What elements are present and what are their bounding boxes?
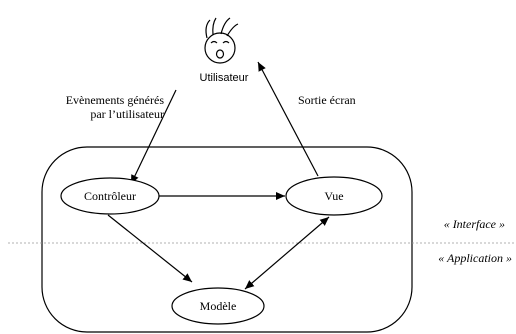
events-arrow	[130, 89, 177, 185]
output-label: Sortie écran	[298, 93, 356, 107]
smiley-face-icon	[204, 17, 239, 64]
controller-label: Contrôleur	[84, 189, 136, 203]
controller-node: Contrôleur	[60, 177, 160, 215]
view-node: Vue	[285, 176, 383, 216]
application-boundary	[41, 146, 413, 333]
events-label-line1: Evènements générés	[66, 93, 165, 107]
interface-layer-label: « Interface »	[444, 217, 505, 231]
view-label: Vue	[324, 189, 343, 203]
application-layer-label: « Application »	[438, 251, 512, 265]
user-label: Utilisateur	[200, 72, 249, 84]
events-label-line2: par l’utilisateur	[90, 107, 164, 121]
model-label: Modèle	[200, 299, 237, 313]
controller-to-model-arrow	[107, 214, 193, 283]
view-model-arrow	[244, 216, 330, 290]
output-arrow	[257, 61, 319, 177]
model-node: Modèle	[171, 287, 265, 325]
